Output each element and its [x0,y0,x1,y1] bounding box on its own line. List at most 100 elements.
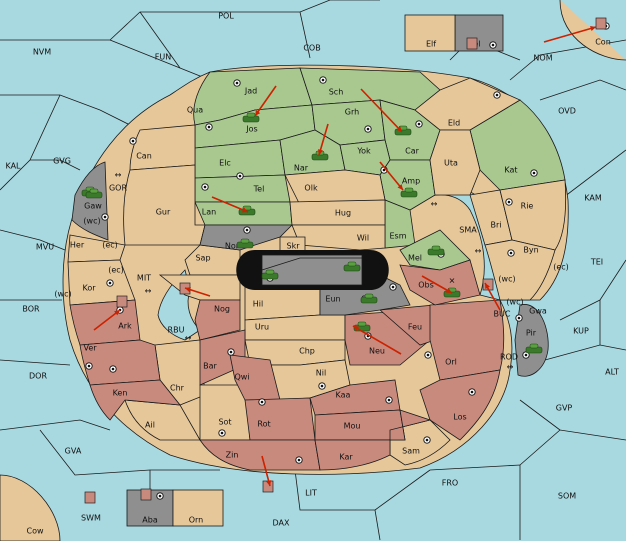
territory-label-nog[interactable]: Nog [214,305,230,314]
territory-label-can[interactable]: Can [136,152,152,161]
territory-label-wil[interactable]: Wil [357,234,369,243]
territory-label-obs[interactable]: Obs [418,281,434,290]
territory-label-dor[interactable]: DOR [29,372,47,381]
territory-label-sma[interactable]: SMA [459,226,477,235]
territory-label-kar[interactable]: Kar [339,453,353,462]
territory-label-aba[interactable]: Aba [142,516,158,525]
territory-label-sot[interactable]: Sot [218,418,231,427]
territory-label-buc[interactable]: BUC [494,310,511,319]
territory-label-kal[interactable]: KAL [5,162,21,171]
territory-label-kor[interactable]: Kor [82,284,96,293]
territory-label-qwi[interactable]: Qwi [234,373,249,382]
territory-label-ver[interactable]: Ver [83,344,97,353]
territory-label-uta[interactable]: Uta [444,159,458,168]
territory-label-pir[interactable]: Pir [526,329,537,338]
territory-label-fun[interactable]: FUN [155,53,171,62]
territory-label-ark[interactable]: Ark [118,322,132,331]
territory-label-sch[interactable]: Sch [329,88,344,97]
territory-label-ail[interactable]: Ail [145,421,155,430]
territory-label-chp[interactable]: Chp [299,347,315,356]
territory-label-tel[interactable]: Tel [253,185,265,194]
territory-label-elf[interactable]: Elf [426,40,436,49]
territory-label-cob[interactable]: COB [303,44,320,53]
fleet-unit-icon[interactable] [116,295,128,308]
territory-label-gvg[interactable]: GVG [53,157,71,166]
territory-label-chr[interactable]: Chr [170,384,185,393]
army-unit-icon[interactable] [427,245,445,256]
territory-label-mvu[interactable]: MVU [36,243,54,252]
territory-label-kam[interactable]: KAM [584,194,602,203]
territory-label-yok[interactable]: Yok [356,147,371,156]
territory-label-gva[interactable]: GVA [65,447,82,456]
territory-label-jos[interactable]: Jos [245,125,257,134]
territory-label-orn[interactable]: Orn [189,516,204,525]
territory-label-nom[interactable]: NOM [533,54,552,63]
territory-label-hil[interactable]: Hil [253,300,263,309]
army-unit-icon[interactable] [525,343,543,354]
territory-label-mit[interactable]: MIT [137,274,151,283]
territory-label-gwa[interactable]: Gwa [529,307,547,316]
territory-label-bor[interactable]: BOR [22,305,40,314]
territory-label-gaw[interactable]: Gaw [84,202,102,211]
territory-label-nor[interactable]: Nor [225,242,240,251]
territory-label-hug[interactable]: Hug [335,209,351,218]
territory-label-qua[interactable]: Qua [187,106,203,115]
territory-label-nvm[interactable]: NVM [33,48,51,57]
territory-label-lit[interactable]: LIT [305,489,317,498]
territory-label-mou[interactable]: Mou [344,422,361,431]
territory-label-amp[interactable]: Amp [402,177,420,186]
territory-label-bar[interactable]: Bar [203,362,217,371]
territory-label-rie[interactable]: Rie [521,202,534,211]
territory-label-uru[interactable]: Uru [255,323,269,332]
territory-label-cow[interactable]: Cow [26,527,43,536]
territory-label-elc[interactable]: Elc [219,159,231,168]
territory-label-car[interactable]: Car [405,147,419,156]
territory-label-bri[interactable]: Bri [491,221,502,230]
territory-label-sap[interactable]: Sap [195,254,210,263]
territory-label-byn[interactable]: Byn [523,246,538,255]
territory-label-pol[interactable]: POL [218,12,234,21]
territory-label-ovd[interactable]: OVD [558,107,576,116]
territory-label-con[interactable]: Con [595,38,611,47]
territory-label-jad[interactable]: Jad [244,87,257,96]
fleet-unit-icon[interactable] [466,37,478,50]
territory-label-kaa[interactable]: Kaa [336,391,351,400]
army-unit-icon[interactable] [343,261,361,272]
army-unit-icon[interactable] [360,293,378,304]
fleet-unit-icon[interactable] [595,17,607,30]
territory-label-esm[interactable]: Esm [389,232,406,241]
territory-label-swm[interactable]: SWM [81,514,101,523]
territory-label-orl[interactable]: Orl [445,358,457,367]
army-unit-icon[interactable] [85,188,103,199]
territory-label-nar[interactable]: Nar [294,164,309,173]
territory-label-kat[interactable]: Kat [504,166,517,175]
territory-label-her[interactable]: Her [70,241,85,250]
territory-label-rot[interactable]: Rot [257,420,270,429]
fleet-unit-icon[interactable] [140,488,152,501]
territory-label-tei[interactable]: TEI [590,258,603,267]
territory-label-zin[interactable]: Zin [226,451,239,460]
territory-label-fro[interactable]: FRO [442,479,458,488]
territory-label-ken[interactable]: Ken [113,389,128,398]
territory-label-gvp[interactable]: GVP [556,404,573,413]
army-unit-icon[interactable] [236,238,254,249]
territory-label-gur[interactable]: Gur [156,208,171,217]
territory-label-eun[interactable]: Eun [325,295,340,304]
territory-label-olk[interactable]: Olk [304,184,318,193]
army-unit-icon[interactable] [400,187,418,198]
territory-label-kup[interactable]: KUP [573,327,589,336]
territory-label-som[interactable]: SOM [558,492,576,501]
territory-label-grh[interactable]: Grh [345,108,359,117]
territory-label-lan[interactable]: Lan [202,208,216,217]
fleet-unit-icon[interactable] [84,491,96,504]
territory-label-feu[interactable]: Feu [408,323,422,332]
territory-label-rod[interactable]: ROD [500,353,518,362]
territory-label-skr[interactable]: Skr [287,242,301,251]
territory-label-nil[interactable]: Nil [316,369,326,378]
territory-label-rbu[interactable]: RBU [168,326,185,335]
territory-label-mel[interactable]: Mel [408,254,422,263]
territory-label-gor[interactable]: GOR [109,184,127,193]
territory-label-alt[interactable]: ALT [605,368,619,377]
army-unit-icon[interactable] [261,269,279,280]
territory-label-los[interactable]: Los [453,413,466,422]
